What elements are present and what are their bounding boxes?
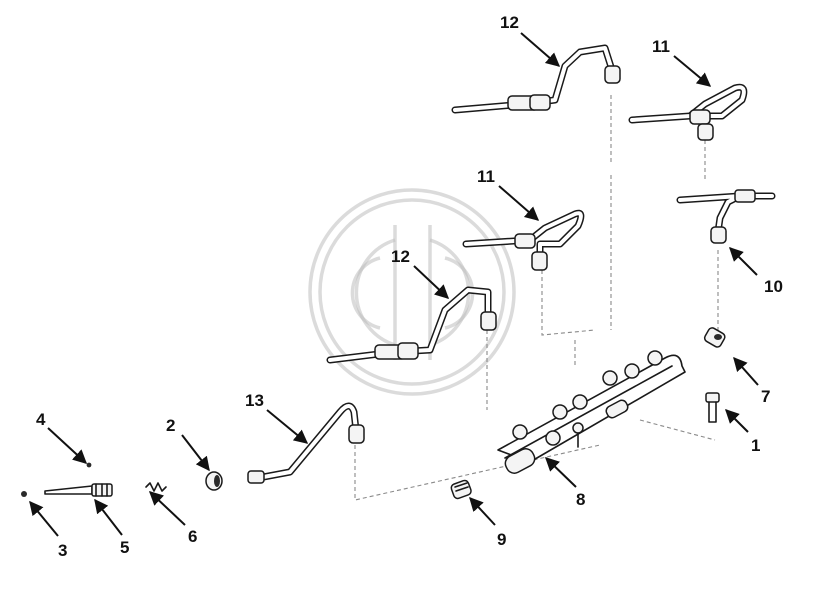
callout-2: 2 bbox=[166, 416, 175, 435]
part-6-spring bbox=[145, 482, 167, 492]
callout-13: 13 bbox=[245, 391, 264, 410]
callout-11-top: 11 bbox=[652, 37, 670, 56]
callout-6: 6 bbox=[188, 527, 197, 546]
callout-11-mid: 11 bbox=[477, 167, 495, 186]
callout-4: 4 bbox=[36, 410, 46, 429]
part-10-fuel-line bbox=[676, 189, 776, 244]
callout-5: 5 bbox=[120, 538, 129, 557]
callout-3: 3 bbox=[58, 541, 67, 560]
part-1-bolt bbox=[705, 392, 720, 423]
part-13-fuel-line bbox=[247, 402, 365, 484]
part-9-adapter bbox=[450, 479, 472, 500]
callout-1: 1 bbox=[751, 436, 760, 455]
part-7-fitting bbox=[703, 327, 726, 348]
callout-12-mid: 12 bbox=[391, 247, 410, 266]
part-5-nozzle bbox=[44, 483, 113, 497]
callout-10: 10 bbox=[764, 277, 783, 296]
part-12-fuel-line-top bbox=[451, 44, 621, 114]
assembly-guide-lines bbox=[354, 95, 719, 501]
callout-labels: 12 11 11 10 12 7 1 13 2 4 8 9 6 5 3 bbox=[36, 13, 783, 560]
callout-12-top: 12 bbox=[500, 13, 519, 32]
part-3-ball bbox=[21, 491, 27, 497]
callout-9: 9 bbox=[497, 530, 506, 549]
callout-8: 8 bbox=[576, 490, 585, 509]
watermark-seal-icon bbox=[308, 188, 516, 396]
part-2-sleeve bbox=[205, 471, 223, 491]
part-4-pin bbox=[86, 462, 92, 468]
part-11-fuel-line-mid bbox=[462, 209, 585, 271]
leader-arrows bbox=[29, 32, 759, 537]
callout-7: 7 bbox=[761, 387, 770, 406]
part-11-fuel-line-top bbox=[628, 83, 748, 141]
part-8-fuel-rail bbox=[497, 350, 686, 474]
part-12-fuel-line-mid bbox=[326, 286, 497, 364]
